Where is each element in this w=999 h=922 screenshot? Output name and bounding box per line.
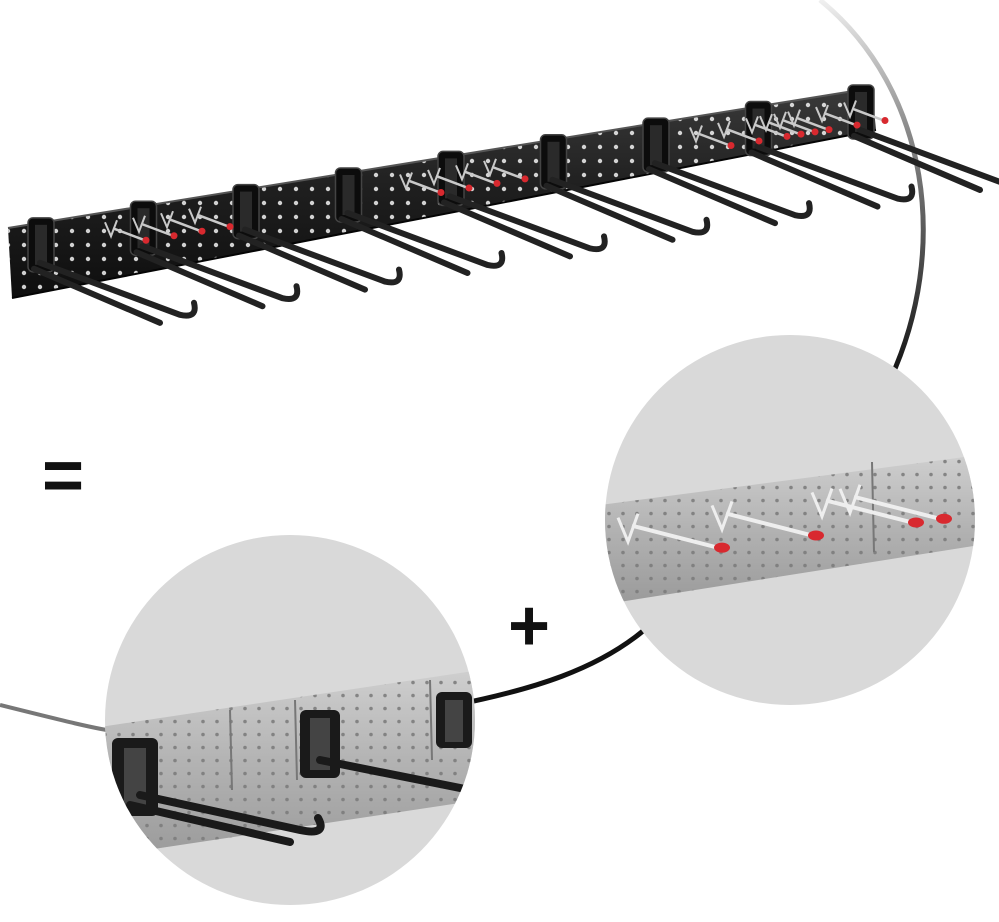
detail-peg-hooks (616, 484, 952, 553)
peg-hook-group (759, 100, 889, 138)
peg-hook-groups (104, 100, 889, 244)
peg-tip (170, 232, 178, 240)
peg-tip (198, 227, 206, 235)
peg-tip (755, 137, 763, 145)
main-rack (7, 84, 999, 326)
detail-bracket (300, 710, 474, 794)
hook-bracket (27, 217, 198, 326)
peg-tip (853, 121, 861, 129)
hook-bracket (744, 100, 916, 210)
detail-bracket (436, 692, 472, 748)
peg-hook-group (104, 206, 234, 244)
detail-circle-right (605, 335, 975, 705)
detail-circle-left (105, 535, 475, 905)
peg-tip (881, 117, 889, 125)
detail-peg-tip (908, 517, 924, 528)
detail-peg-tip (808, 530, 824, 541)
peg-tip (811, 128, 819, 136)
peg-tip (493, 179, 501, 187)
detail-bracket (112, 738, 325, 846)
peg-tip (727, 141, 735, 149)
equals-symbol: = (42, 436, 84, 516)
hook-brackets (27, 84, 999, 326)
detail-peg-hook (616, 513, 730, 553)
peg-tip (825, 126, 833, 134)
peg-tip (226, 223, 234, 231)
peg-tip (437, 188, 445, 196)
detail-peg-tip (936, 513, 952, 524)
detail-peg-hook (710, 500, 824, 541)
detail-peg-hook (810, 487, 924, 528)
peg-hook-group (399, 158, 529, 196)
peg-tip (797, 130, 805, 138)
detail-peg-hook (838, 484, 952, 524)
hook-bracket (539, 134, 711, 243)
peg-tip (521, 175, 529, 183)
peg-tip (465, 184, 473, 192)
peg-tip (142, 236, 150, 244)
peg-tip (783, 132, 791, 140)
hook-bracket (232, 183, 403, 293)
hook-bracket (642, 117, 813, 227)
plus-symbol: + (508, 586, 550, 666)
detail-peg-tip (714, 542, 730, 553)
hook-bracket (334, 167, 506, 276)
hook-bracket (437, 150, 608, 260)
peg-hook-group (689, 111, 819, 149)
hook-bracket (847, 84, 999, 193)
